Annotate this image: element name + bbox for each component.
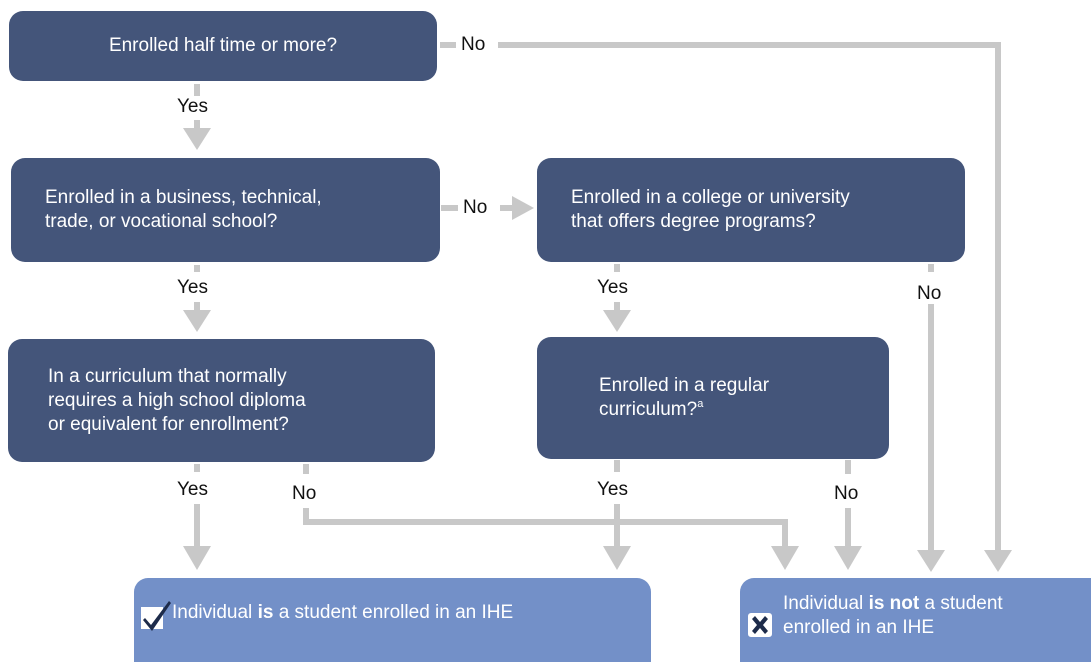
decision-curriculum-diploma: In a curriculum that normally requires a… (8, 339, 435, 462)
arrowhead-college-no (917, 550, 945, 572)
decision-college-university: Enrolled in a college or university that… (537, 158, 965, 262)
decision-vocational-line2: trade, or vocational school? (45, 211, 278, 232)
result-is-student: Individual is a student enrolled in an I… (134, 578, 651, 662)
arrowhead-halftime-yes (183, 128, 211, 150)
decision-vocational-school: Enrolled in a business, technical, trade… (11, 158, 440, 262)
decision-regular-curriculum: Enrolled in a regular curriculum?a (537, 337, 889, 459)
result-not-student-bold: is not (868, 593, 920, 614)
result-not-student-pre: Individual (783, 593, 869, 614)
arrowhead-halftime-no (984, 550, 1012, 572)
arrowhead-curriculum-no (771, 546, 799, 570)
label-regular-no: No (834, 483, 859, 504)
label-vocational-yes: Yes (177, 277, 208, 298)
label-college-no: No (917, 283, 942, 304)
label-halftime-yes: Yes (177, 96, 208, 117)
label-college-yes: Yes (597, 277, 628, 298)
decision-college-line2: that offers degree programs? (571, 211, 816, 232)
decision-regular-line2: curriculum? (599, 399, 698, 420)
result-is-student-bold: is (257, 602, 274, 623)
arrowhead-curriculum-yes (183, 546, 211, 570)
decision-enrolled-half-time-text: Enrolled half time or more? (108, 35, 338, 56)
decision-regular-line2-wrap: curriculum?a (599, 398, 769, 422)
result-not-student-line1: Individual is not a student (783, 592, 1003, 616)
result-not-student-line2: enrolled in an IHE (783, 617, 935, 638)
label-vocational-no: No (461, 197, 490, 219)
label-regular-yes: Yes (597, 479, 628, 500)
connector-halftime-no (440, 42, 1001, 552)
result-is-student-post: a student enrolled in an IHE (273, 602, 514, 623)
x-mark-icon (746, 611, 774, 639)
decision-regular-line1: Enrolled in a regular (599, 375, 770, 396)
connector-curriculum-no (303, 464, 788, 546)
decision-curriculum-line2: requires a high school diploma (48, 389, 306, 411)
decision-curriculum-line1: In a curriculum that normally (48, 365, 287, 387)
label-halftime-no: No (459, 34, 488, 56)
result-is-student-pre: Individual (172, 602, 258, 623)
decision-college-line1: Enrolled in a college or university (571, 187, 850, 208)
arrowhead-vocational-yes (183, 310, 211, 332)
arrowhead-vocational-no (512, 196, 534, 220)
label-curriculum-yes: Yes (177, 479, 208, 500)
result-not-student: Individual is not a student enrolled in … (740, 578, 1091, 662)
arrowhead-regular-no (834, 546, 862, 570)
arrowhead-regular-yes (603, 546, 631, 570)
arrowhead-college-yes (603, 310, 631, 332)
decision-enrolled-half-time: Enrolled half time or more? (9, 11, 437, 81)
label-curriculum-no: No (292, 483, 317, 504)
checkmark-icon (138, 598, 174, 634)
decision-curriculum-line3: or equivalent for enrollment? (48, 413, 289, 435)
result-not-student-post: a student (919, 593, 1003, 614)
decision-vocational-line1: Enrolled in a business, technical, (45, 187, 322, 208)
result-is-student-text: Individual is a student enrolled in an I… (172, 601, 513, 625)
footnote-marker: a (697, 398, 704, 410)
